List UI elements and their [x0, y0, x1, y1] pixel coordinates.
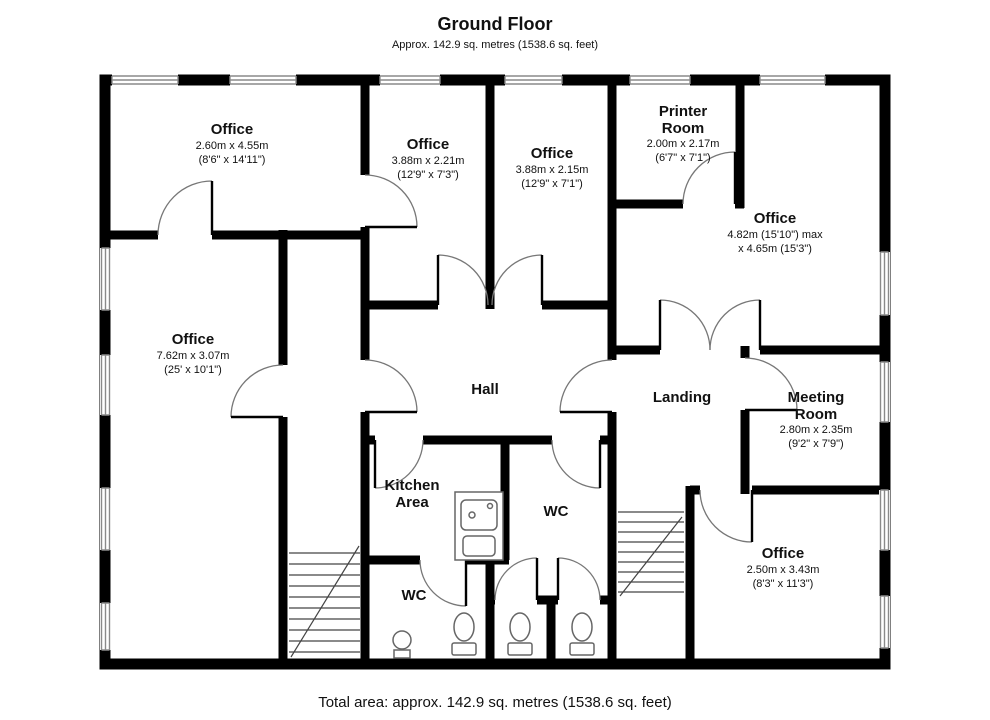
room-label-wc-lower: WC — [384, 587, 444, 605]
room-name: Office — [406, 136, 450, 153]
windows — [100, 74, 890, 651]
room-label-printer-room: Printer Room 2.00m x 2.17m (6'7" x 7'1") — [623, 103, 743, 166]
room-dim-imperial: (9'2" x 7'9") — [788, 438, 844, 451]
door-arc — [494, 557, 538, 601]
room-dim-metric: 3.88m x 2.15m — [515, 163, 589, 176]
staircase-right — [618, 511, 684, 597]
toilet — [507, 612, 533, 656]
door-arc — [364, 174, 418, 228]
room-name: Office — [753, 210, 797, 227]
stair-treads — [618, 511, 684, 593]
page-title: Ground Floor — [437, 14, 553, 34]
door-leaves — [210, 152, 797, 606]
room-name: Office — [530, 145, 574, 162]
door-arc — [659, 299, 711, 351]
door-arc — [437, 254, 489, 306]
door-arc — [230, 364, 284, 418]
door-arc — [364, 359, 418, 413]
window — [100, 487, 111, 551]
interior-walls — [105, 74, 889, 664]
room-dim-imperial: (25' x 10'1") — [164, 363, 222, 376]
kitchen-sink-unit — [454, 491, 504, 561]
room-dim-imperial: x 4.65m (15'3") — [738, 242, 812, 255]
toilet — [451, 612, 477, 656]
page-subtitle: Approx. 142.9 sq. metres (1538.6 sq. fee… — [391, 39, 599, 51]
window — [100, 247, 111, 311]
room-label-office-3: Office 3.88m x 2.15m (12'9" x 7'1") — [477, 145, 627, 191]
door-arc — [419, 559, 467, 607]
room-dim-metric: 4.82m (15'10") max — [727, 228, 823, 241]
room-name: Office — [210, 121, 254, 138]
room-name: WC — [543, 503, 569, 520]
room-label-office-top-left: Office 2.60m x 4.55m (8'6" x 14'11") — [152, 121, 312, 167]
total-area-text: Total area: approx. 142.9 sq. metres (15… — [318, 694, 672, 711]
room-label-meeting-room: Meeting Room 2.80m x 2.35m (9'2" x 7'9") — [741, 389, 891, 452]
window — [879, 489, 890, 551]
room-name: Office — [171, 331, 215, 348]
room-label-wc-upper: WC — [526, 503, 586, 521]
fixtures — [392, 491, 595, 659]
room-dim-metric: 2.50m x 3.43m — [746, 563, 820, 576]
window — [100, 354, 111, 416]
door-arc — [709, 299, 761, 351]
window — [229, 74, 297, 86]
wall-vertical — [278, 74, 750, 664]
room-label-office-bottom-right: Office 2.50m x 3.43m (8'3" x 11'3") — [703, 545, 863, 591]
room-dim-metric: 3.88m x 2.21m — [391, 154, 465, 167]
door-leaf — [210, 152, 797, 606]
door-arc — [491, 254, 543, 306]
room-name: WC — [401, 587, 427, 604]
room-dim-metric: 2.60m x 4.55m — [195, 139, 269, 152]
door-arc — [374, 439, 424, 489]
room-dim-imperial: (8'3" x 11'3") — [752, 577, 814, 590]
window — [879, 361, 890, 423]
window — [111, 74, 179, 86]
window — [759, 74, 826, 86]
stair-treads — [289, 552, 360, 653]
room-label-kitchen-area: Kitchen Area — [357, 477, 467, 511]
door-arc — [557, 557, 601, 601]
room-name: Printer Room — [658, 103, 708, 137]
door-arc — [682, 151, 736, 205]
window — [100, 602, 111, 651]
window — [879, 595, 890, 649]
window — [504, 74, 563, 86]
washbasin — [392, 630, 412, 659]
room-name: Meeting Room — [787, 389, 845, 423]
room-dim-metric: 2.80m x 2.35m — [779, 424, 853, 436]
room-label-hall: Hall — [435, 381, 535, 399]
toilet — [569, 612, 595, 656]
door-arc — [559, 359, 613, 413]
room-label-office-2: Office 3.88m x 2.21m (12'9" x 7'3") — [353, 136, 503, 182]
room-name: Kitchen Area — [384, 477, 440, 511]
stair-diagonal — [290, 545, 360, 658]
door-arc — [744, 357, 798, 411]
room-dim-imperial: (8'6" x 14'11") — [198, 153, 266, 166]
room-label-office-left: Office 7.62m x 3.07m (25' x 10'1") — [118, 331, 268, 377]
door-arc — [157, 180, 213, 236]
room-dim-imperial: (12'9" x 7'1") — [521, 177, 583, 190]
room-dim-metric: 7.62m x 3.07m — [156, 349, 230, 362]
window — [629, 74, 691, 86]
stair-diagonal — [619, 516, 683, 597]
door-arc — [699, 489, 753, 543]
room-dim-imperial: (12'9" x 7'3") — [397, 168, 459, 181]
room-name: Hall — [471, 381, 499, 398]
window — [879, 251, 890, 316]
room-label-landing: Landing — [622, 389, 742, 407]
door-arc — [551, 439, 601, 489]
room-name: Office — [761, 545, 805, 562]
room-dim-metric: 2.00m x 2.17m — [646, 138, 720, 150]
staircase-left — [289, 545, 360, 658]
room-name: Landing — [652, 389, 712, 406]
room-label-office-right: Office 4.82m (15'10") max x 4.65m (15'3"… — [680, 210, 870, 256]
door-swing-arcs — [157, 151, 798, 607]
window — [379, 74, 441, 86]
room-dim-imperial: (6'7" x 7'1") — [655, 152, 711, 165]
